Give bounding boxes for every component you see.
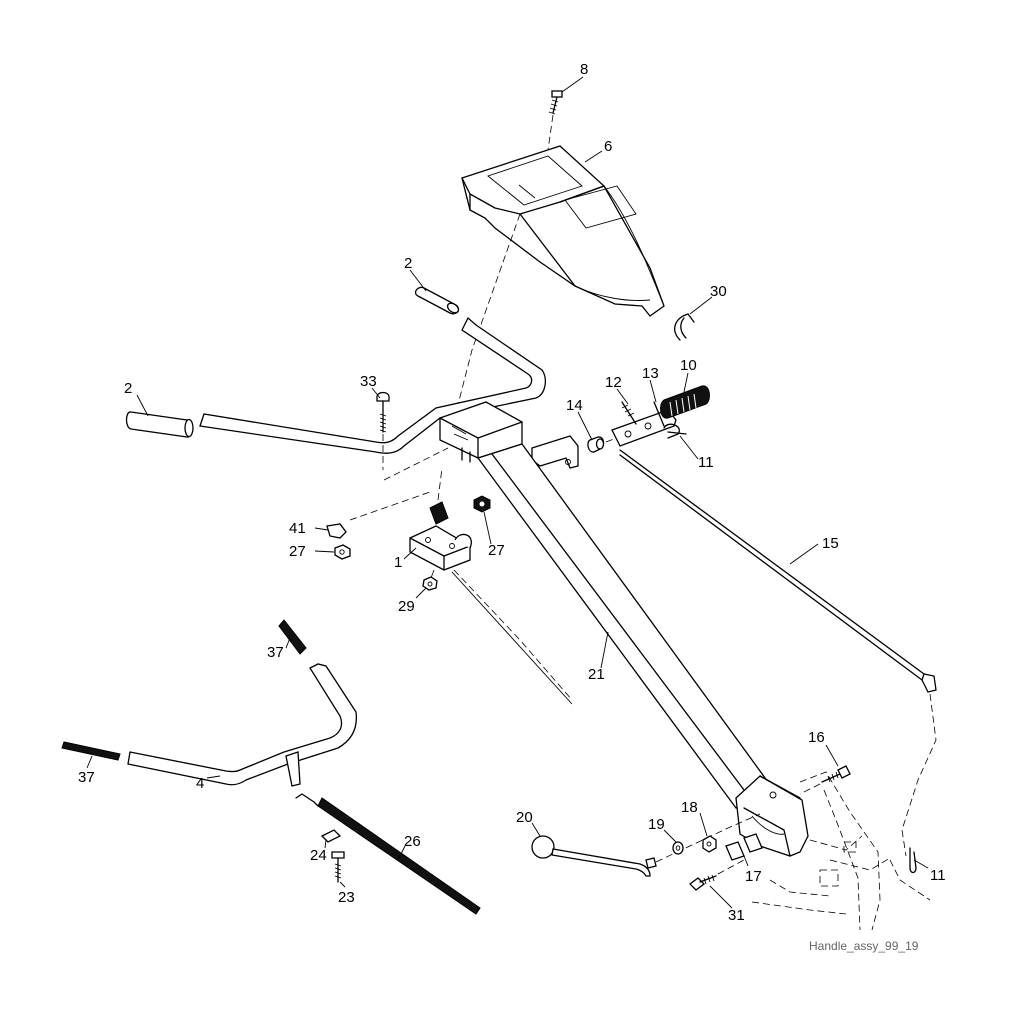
callout-27: 27 (289, 543, 306, 560)
part-12-pin (621, 401, 637, 425)
callout-1: 1 (394, 554, 402, 571)
callout-labels: 8 6 2 30 2 33 12 13 10 14 11 41 27 1 27 … (78, 61, 946, 924)
callout-13: 13 (642, 365, 659, 382)
part-37-grip-top (278, 619, 307, 655)
part-26-cable (295, 793, 481, 915)
part-33-carriage-bolt (376, 391, 390, 433)
part-8-screw (548, 90, 563, 115)
part-2-grip-upper (414, 286, 460, 315)
callout-15: 15 (822, 535, 839, 552)
part-10-grip (660, 385, 710, 419)
part-19-washer (672, 841, 684, 855)
callout-27: 27 (488, 542, 505, 559)
callout-33: 33 (360, 373, 377, 390)
callout-12: 12 (605, 374, 622, 391)
callout-14: 14 (566, 397, 583, 414)
part-37-grip-left (61, 741, 121, 761)
part-11-hairpin-upper (663, 423, 687, 439)
callout-24: 24 (310, 847, 327, 864)
side-bracket (531, 435, 579, 469)
handlebar-tube (199, 316, 547, 454)
part-16-bolt (821, 765, 851, 783)
callout-26: 26 (404, 833, 421, 850)
alignment-line-41 (349, 491, 431, 521)
alignment-line-31 (717, 859, 745, 875)
diagram-caption: Handle_assy_99_19 (809, 939, 919, 953)
part-20-shift-lever (531, 835, 657, 877)
leader-lines (86, 76, 929, 909)
part-41-clamp (326, 523, 347, 539)
callout-2: 2 (124, 380, 132, 397)
callout-11: 11 (930, 867, 946, 884)
callout-19: 19 (648, 816, 665, 833)
callout-4: 4 (196, 775, 204, 792)
alignment-line-15 (901, 693, 937, 857)
callout-41: 41 (289, 520, 306, 537)
callout-18: 18 (681, 799, 698, 816)
callout-10: 10 (680, 357, 697, 374)
callout-29: 29 (398, 598, 415, 615)
part-27-nut-left (334, 544, 351, 560)
callout-37: 37 (78, 769, 95, 786)
alignment-line-33 (382, 434, 449, 481)
part-4-control-bail (127, 663, 358, 787)
callout-17: 17 (745, 868, 762, 885)
part-24-clip (320, 829, 342, 843)
part-30-clip (674, 313, 695, 341)
part-2-grip-left (125, 411, 194, 438)
callout-37: 37 (267, 644, 284, 661)
part-14-spacer (587, 436, 605, 453)
part-11-hairpin-lower (909, 847, 917, 874)
callout-6: 6 (604, 138, 612, 155)
callout-16: 16 (808, 729, 825, 746)
callout-2: 2 (404, 255, 412, 272)
part-23-bolt (331, 851, 345, 883)
tiller-frame-outline (751, 771, 931, 931)
part-13-shaft (653, 401, 665, 427)
part-29-nut (422, 576, 438, 591)
alignment-line-16 (799, 783, 821, 795)
part-27-nut-right (473, 495, 491, 513)
callout-21: 21 (588, 666, 605, 683)
callout-23: 23 (338, 889, 355, 906)
callout-31: 31 (728, 907, 745, 924)
throttle-cable (453, 569, 573, 701)
callout-8: 8 (580, 61, 588, 78)
part-31-bolt (689, 874, 717, 891)
callout-30: 30 (710, 283, 727, 300)
callout-11: 11 (698, 454, 714, 471)
part-1-control-bracket (409, 501, 472, 571)
part-21-main-tube (476, 443, 769, 809)
part-6-console-cover (461, 145, 665, 317)
part-18-nut (702, 835, 717, 853)
callout-20: 20 (516, 809, 533, 826)
throttle-cable-solid (451, 571, 573, 705)
part-15-control-rod (619, 449, 937, 693)
